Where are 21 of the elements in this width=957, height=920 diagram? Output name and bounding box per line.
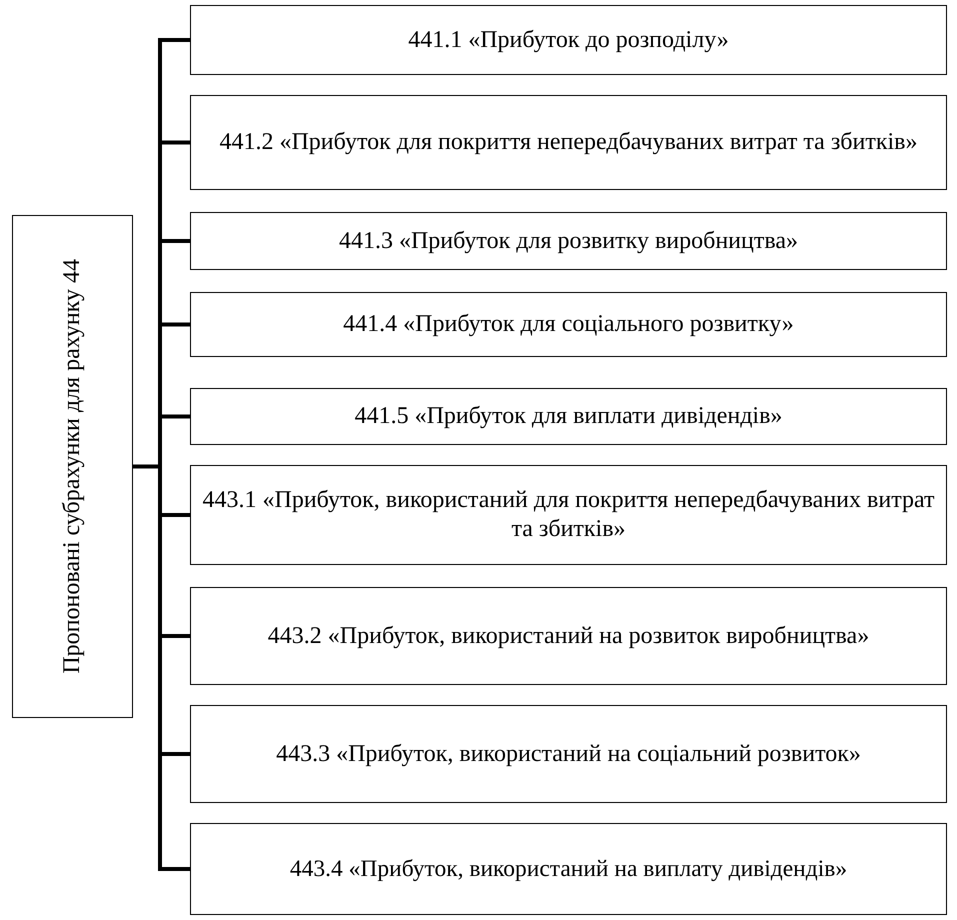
- account-box: [190, 823, 947, 915]
- box-label: 443.3 «Прибуток, використаний на соціальний розвиток»: [276, 740, 861, 768]
- account-box: [190, 388, 947, 445]
- box-label: 441.3 «Прибуток для розвитку виробництва»: [338, 226, 798, 256]
- account-box: [190, 95, 947, 190]
- box-label: 441.2 «Прибуток для покриття непередбачуваних витрат та збитків»: [219, 128, 918, 157]
- root-box: [12, 215, 133, 718]
- box-label: 441.5 «Прибуток для виплати дивідендів»: [354, 402, 782, 431]
- connector-line: [133, 464, 190, 871]
- box-label: 443.1 «Прибуток, використаний для покриття непередбачуваних витрат та збитків»: [202, 486, 936, 544]
- box-label: 441.1 «Прибуток до розподілу»: [408, 26, 729, 54]
- account-box: [190, 705, 947, 803]
- box-label: 443.4 «Прибуток, використаний на виплату дивідендів»: [290, 854, 848, 884]
- account-box: [190, 465, 947, 565]
- account-box: [190, 587, 947, 685]
- box-label: 441.4 «Прибуток для соціального розвитку»: [343, 310, 794, 339]
- account-box: [190, 292, 947, 357]
- box-label: Пропоновані субрахунки для рахунку 44: [58, 259, 86, 674]
- account-box: [190, 212, 947, 270]
- box-label: 443.2 «Прибуток, використаний на розвиток виробництва»: [268, 622, 870, 650]
- account-box: [190, 5, 947, 75]
